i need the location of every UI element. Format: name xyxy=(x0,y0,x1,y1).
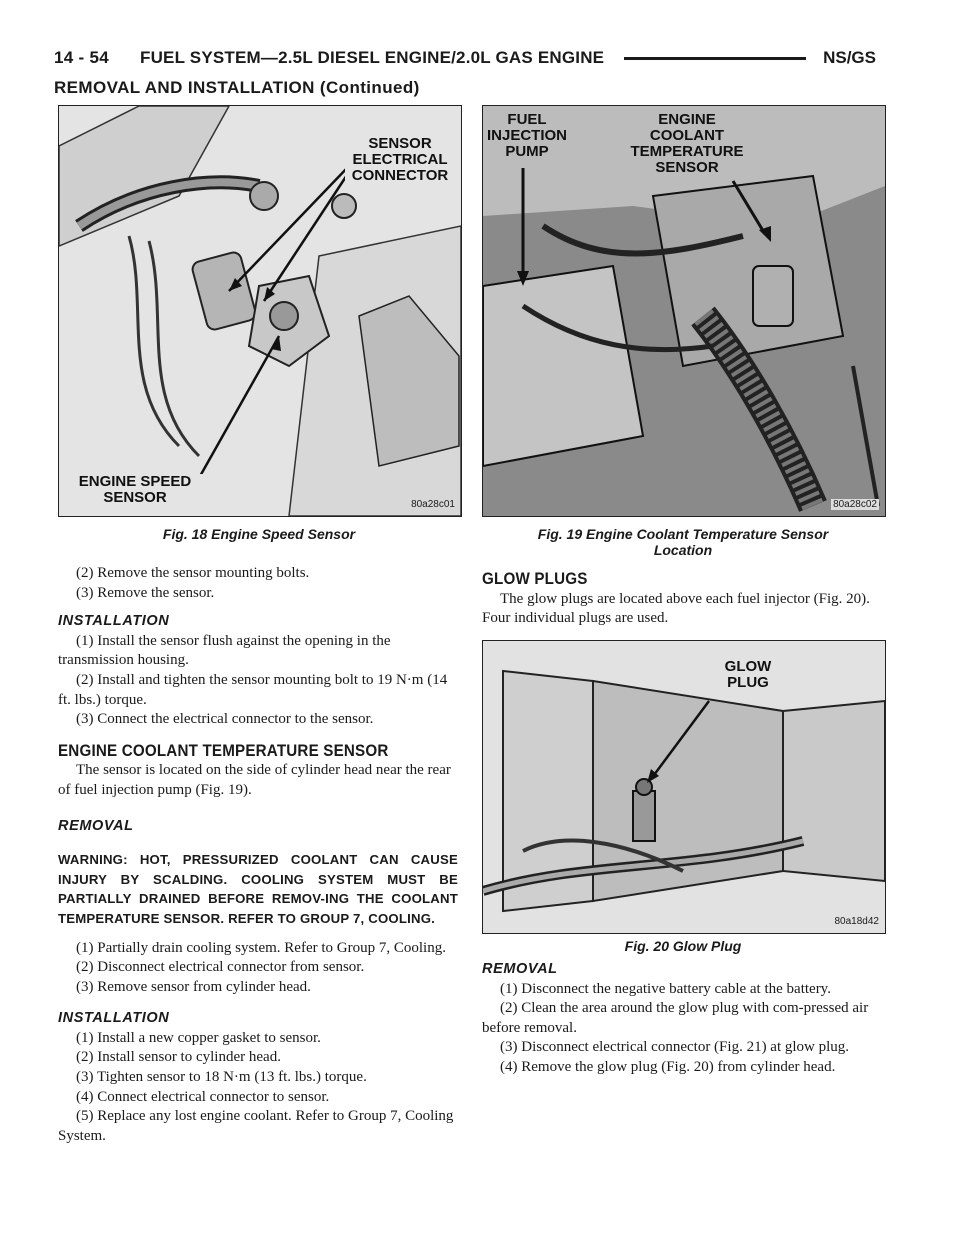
warning-text: WARNING: HOT, PRESSURIZED COOLANT CAN CA… xyxy=(58,852,458,926)
subheading-removal: REMOVAL xyxy=(482,961,558,977)
figure-code: 80a28c01 xyxy=(411,499,455,510)
paragraph: The sensor is located on the side of cyl… xyxy=(58,762,451,798)
figure-20-caption: Fig. 20 Glow Plug xyxy=(624,938,742,954)
header-rule xyxy=(624,57,806,60)
step: (4) Connect electrical connector to sens… xyxy=(76,1088,330,1105)
caption-line: Fig. 19 Engine Coolant Temperature Senso… xyxy=(537,526,829,542)
section-title: FUEL SYSTEM—2.5L DIESEL ENGINE/2.0L GAS … xyxy=(140,48,605,67)
callout-sensor-electrical-connector: SENSOR ELECTRICAL CONNECTOR xyxy=(345,136,455,184)
figure-18-caption: Fig. 18 Engine Speed Sensor xyxy=(162,526,356,542)
step: (2) Install sensor to cylinder head. xyxy=(76,1049,281,1066)
step: (3) Tighten sensor to 18 N·m (13 ft. lbs… xyxy=(76,1069,367,1086)
step: (3) Disconnect electrical connector (Fig… xyxy=(500,1039,850,1056)
step: (3) Connect the electrical connector to … xyxy=(76,711,374,728)
callout-line: TEMPERATURE xyxy=(630,143,744,160)
caption-line: Location xyxy=(653,542,713,558)
callout-line: SENSOR xyxy=(655,159,719,176)
figure-engine-speed-sensor: SENSOR ELECTRICAL CONNECTOR ENGINE SPEED… xyxy=(58,105,462,517)
callout-line: ELECTRICAL xyxy=(352,151,448,168)
callout-engine-coolant-temperature-sensor: ENGINE COOLANT TEMPERATURE SENSOR xyxy=(621,112,753,176)
callout-line: SENSOR xyxy=(368,135,432,152)
page-header: 14 - 54 FUEL SYSTEM—2.5L DIESEL ENGINE/2… xyxy=(54,46,876,72)
callout-line: INJECTION xyxy=(486,127,567,144)
right-column-top: GLOW PLUGS The glow plugs are located ab… xyxy=(482,570,882,629)
callout-line: GLOW xyxy=(724,658,772,675)
step: (2) Clean the area around the glow plug … xyxy=(482,1000,869,1036)
callout-line: COOLANT xyxy=(649,127,725,144)
step: (2) Install and tighten the sensor mount… xyxy=(58,671,448,708)
figure-engine-coolant-temperature-sensor: FUEL INJECTION PUMP ENGINE COOLANT TEMPE… xyxy=(482,105,886,517)
figure-19-caption: Fig. 19 Engine Coolant Temperature Senso… xyxy=(482,526,884,558)
subheading-installation: INSTALLATION xyxy=(58,1010,170,1027)
page-number: 14 - 54 xyxy=(54,48,110,67)
step: (1) Install a new copper gasket to senso… xyxy=(76,1029,321,1046)
model-code: NS/GS xyxy=(823,48,876,67)
step: (4) Remove the glow plug (Fig. 20) from … xyxy=(500,1058,836,1075)
step: (1) Disconnect the negative battery cabl… xyxy=(500,980,831,997)
glow-plug-illustration xyxy=(483,641,885,933)
callout-line: PUMP xyxy=(505,143,549,160)
subheading-removal: REMOVAL xyxy=(58,817,134,834)
callout-glow-plug: GLOW PLUG xyxy=(703,659,793,691)
heading-glow-plugs: GLOW PLUGS xyxy=(482,570,588,588)
step: (2) Remove the sensor mounting bolts. xyxy=(76,565,310,581)
callout-engine-speed-sensor: ENGINE SPEED SENSOR xyxy=(65,474,205,506)
paragraph: The glow plugs are located above each fu… xyxy=(482,590,870,627)
step: (1) Install the sensor flush against the… xyxy=(58,632,391,669)
step: (3) Remove sensor from cylinder head. xyxy=(76,978,311,995)
callout-line: ENGINE SPEED xyxy=(78,473,192,490)
heading-ects: ENGINE COOLANT TEMPERATURE SENSOR xyxy=(58,741,389,760)
figure-code: 80a28c02 xyxy=(831,499,879,510)
subheading-installation: INSTALLATION xyxy=(58,613,170,630)
callout-line: SENSOR xyxy=(103,489,167,506)
step: (1) Partially drain cooling system. Refe… xyxy=(76,939,446,956)
callout-fuel-injection-pump: FUEL INJECTION PUMP xyxy=(483,112,571,160)
left-column: (2) Remove the sensor mounting bolts. (3… xyxy=(58,564,458,1146)
step: (2) Disconnect electrical connector from… xyxy=(76,959,365,976)
figure-code: 80a18d42 xyxy=(834,916,880,927)
continued-heading: REMOVAL AND INSTALLATION (Continued) xyxy=(54,78,420,97)
step: (3) Remove the sensor. xyxy=(76,584,215,601)
step: (5) Replace any lost engine coolant. Ref… xyxy=(58,1108,454,1144)
callout-line: PLUG xyxy=(727,674,769,691)
figure-glow-plug: GLOW PLUG 80a18d42 xyxy=(482,640,886,934)
callout-line: CONNECTOR xyxy=(351,167,449,184)
right-column-bottom: REMOVAL (1) Disconnect the negative batt… xyxy=(482,960,882,1078)
callout-line: FUEL xyxy=(507,111,547,128)
callout-line: ENGINE xyxy=(658,111,716,128)
